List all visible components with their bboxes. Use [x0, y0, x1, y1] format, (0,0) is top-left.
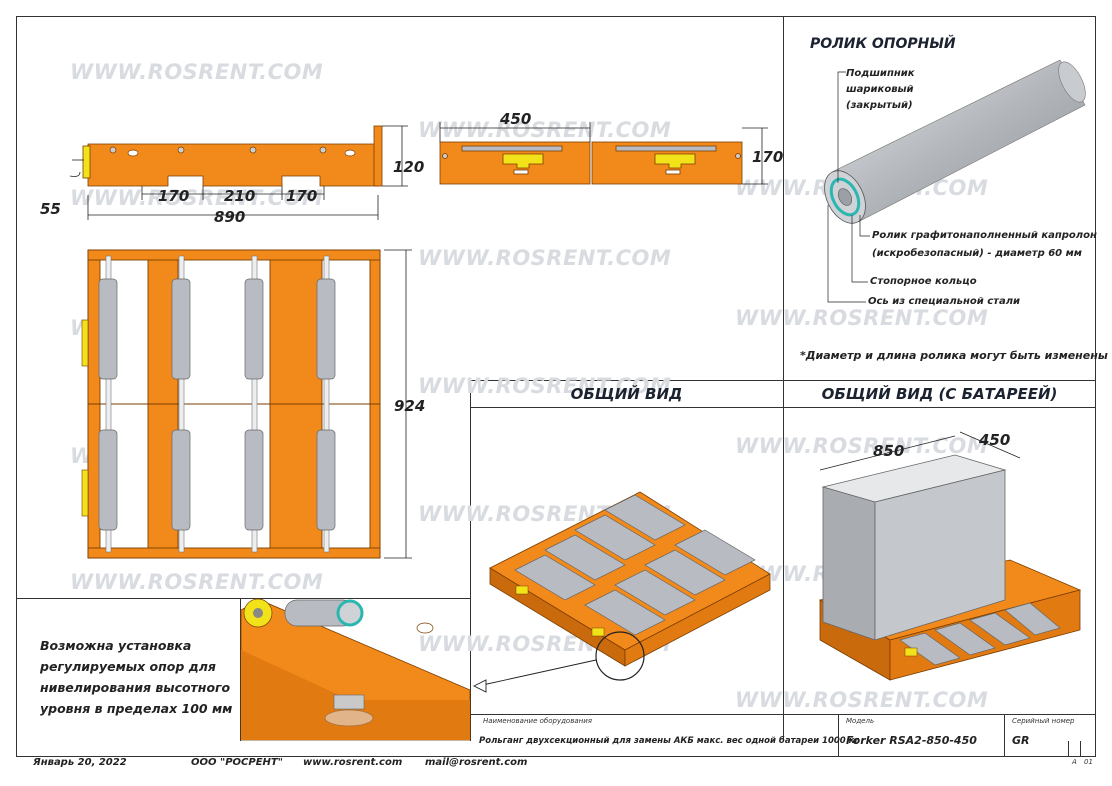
- divider-note-mid: [240, 598, 241, 741]
- roller-desc-2: (искробезопасный) - диаметр 60 мм: [872, 248, 1082, 259]
- dim-spacing-1: 170: [158, 187, 190, 205]
- bearing-label-1: Подшипник: [846, 68, 915, 79]
- bearing-label-2: шариковый: [846, 84, 914, 95]
- view-title-general-battery: ОБЩИЙ ВИД (С БАТАРЕЕЙ): [821, 385, 1058, 403]
- name-value: Рольганг двухсекционный для замены АКБ м…: [479, 736, 859, 746]
- divider-note-top: [16, 598, 470, 599]
- footer-date: Январь 20, 2022: [33, 757, 127, 768]
- divider-views-top: [470, 380, 1096, 381]
- dim-spacing-3: 170: [286, 187, 318, 205]
- divider-titleblock-top: [470, 714, 1096, 715]
- model-value: Forker RSA2-850-450: [846, 734, 977, 747]
- view-title-general: ОБЩИЙ ВИД: [570, 385, 683, 403]
- divider-views-left: [470, 380, 471, 741]
- bearing-label-3: (закрытый): [846, 100, 913, 111]
- sheet-letter: А: [1072, 758, 1077, 766]
- axis-label: Ось из специальной стали: [868, 296, 1021, 307]
- divider-tb-1: [838, 714, 839, 757]
- divider-views-header: [470, 407, 1096, 408]
- sheet-number: 01: [1084, 758, 1093, 766]
- serial-label: Серийный номер: [1012, 717, 1075, 725]
- dim-spacing-2: 210: [224, 187, 256, 205]
- dim-side-offset: 55: [40, 200, 61, 218]
- footer-site[interactable]: www.rosrent.com: [303, 757, 403, 768]
- dim-total-length: 890: [214, 208, 246, 226]
- dim-battery-length: 850: [873, 442, 905, 460]
- roller-footnote: *Диаметр и длина ролика могут быть измен…: [800, 349, 1108, 362]
- note-line-3: нивелирования высотного: [40, 680, 231, 695]
- dim-battery-width: 450: [979, 431, 1011, 449]
- footer-mail[interactable]: mail@rosrent.com: [425, 757, 528, 768]
- ring-label: Стопорное кольцо: [870, 276, 977, 287]
- divider-tb-4: [1080, 741, 1081, 757]
- model-label: Модель: [846, 717, 875, 725]
- dim-side-height: 120: [393, 158, 425, 176]
- dim-end-height: 170: [752, 148, 784, 166]
- note-line-2: регулируемых опор для: [40, 659, 216, 674]
- dim-end-width: 450: [500, 110, 532, 128]
- roller-desc-1: Ролик графитонаполненный капролон: [872, 230, 1097, 241]
- drawing-sheet: [16, 16, 1096, 757]
- dim-total-width: 924: [394, 397, 426, 415]
- note-line-4: уровня в пределах 100 мм: [40, 701, 233, 716]
- divider-tb-2: [1004, 714, 1005, 757]
- serial-value: GR: [1012, 734, 1030, 747]
- footer-company: ООО "РОСРЕНТ": [191, 757, 283, 768]
- roller-title: РОЛИК ОПОРНЫЙ: [810, 36, 956, 52]
- name-label: Наименование оборудования: [483, 717, 592, 725]
- divider-right-panel: [783, 16, 784, 741]
- note-line-1: Возможна установка: [40, 638, 192, 653]
- divider-tb-3: [1068, 741, 1069, 757]
